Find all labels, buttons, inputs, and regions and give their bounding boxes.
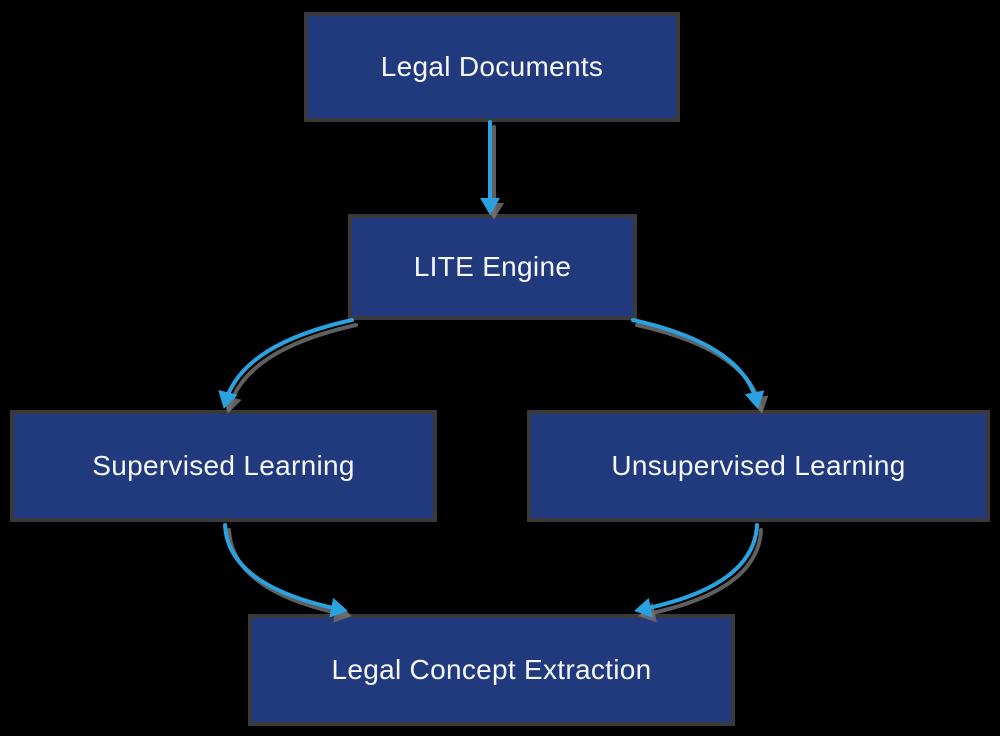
node-unsupervised-learning-label: Unsupervised Learning [611, 450, 906, 481]
node-legal-documents: Legal Documents [304, 12, 680, 122]
node-legal-documents-label: Legal Documents [380, 51, 604, 82]
node-supervised-learning: Supervised Learning [10, 410, 437, 522]
node-unsupervised-learning: Unsupervised Learning [527, 410, 990, 522]
edge-legal-documents-to-lite-engine [480, 120, 504, 220]
node-legal-concept-extraction-label: Legal Concept Extraction [331, 654, 652, 685]
edge-unsupervised-learning-to-legal-concept-extraction [634, 523, 763, 623]
edge-lite-engine-to-unsupervised-learning [631, 318, 769, 414]
node-supervised-learning-label: Supervised Learning [92, 450, 355, 481]
node-lite-engine-label: LITE Engine [413, 251, 572, 282]
node-legal-concept-extraction: Legal Concept Extraction [248, 614, 735, 726]
edge-lite-engine-to-supervised-learning [218, 318, 358, 414]
node-lite-engine: LITE Engine [348, 214, 637, 320]
edge-supervised-learning-to-legal-concept-extraction [223, 523, 352, 623]
